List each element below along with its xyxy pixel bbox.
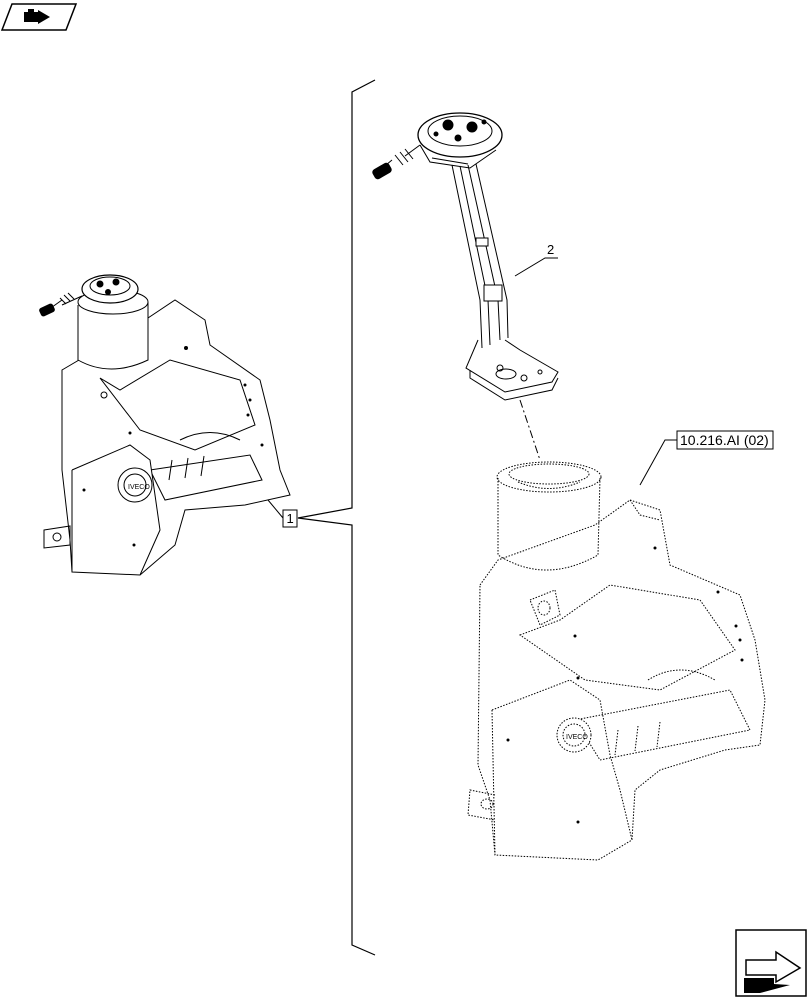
callout-2-label[interactable]: 2 <box>547 242 554 257</box>
svg-text:IVECO: IVECO <box>566 734 588 741</box>
tank-assembly-small: IVECO <box>39 274 291 576</box>
fuel-level-sender <box>372 112 559 401</box>
flag-arrow-icon[interactable] <box>0 3 78 31</box>
assembly-axis-line <box>519 399 541 461</box>
reference-label: 10.216.AI (02) <box>680 432 769 448</box>
reference-callout[interactable]: 10.216.AI (02) <box>676 430 774 450</box>
tank-assembly-large <box>467 461 766 861</box>
group-bracket <box>297 79 376 956</box>
leader-line-1 <box>267 499 284 519</box>
callout-1-label: 1 <box>287 511 294 526</box>
reference-leader-line <box>639 439 677 486</box>
svg-text:IVECO: IVECO <box>128 484 150 491</box>
tank-large-details: IVECO <box>506 546 744 824</box>
leader-line-2 <box>514 257 558 277</box>
next-page-arrow-icon[interactable] <box>735 929 807 997</box>
callout-item-1[interactable]: 1 <box>282 509 298 528</box>
